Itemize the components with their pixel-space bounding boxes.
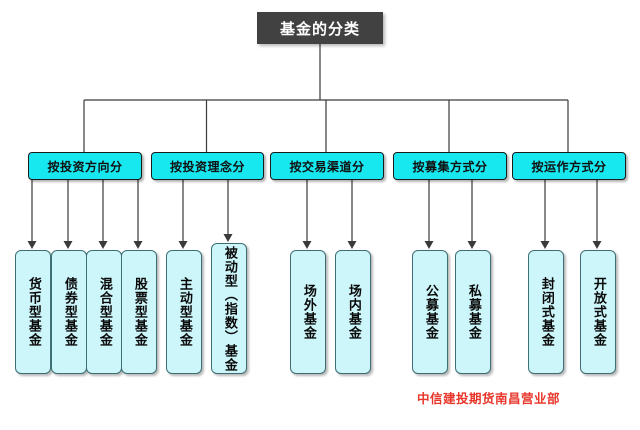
leaf-label: 混合型基金 — [96, 277, 112, 347]
category-label: 按投资理念分 — [169, 159, 245, 174]
leaf-node-private-fund: 私募基金 — [455, 250, 491, 374]
category-node-by-raising-method: 按募集方式分 — [393, 152, 507, 180]
category-label: 按募集方式分 — [412, 159, 488, 174]
leaf-node-closed-end-fund: 封闭式基金 — [528, 250, 564, 374]
category-label: 按投资方向分 — [47, 159, 123, 174]
leaf-label: 开放式基金 — [590, 277, 606, 347]
category-node-by-trading-channel: 按交易渠道分 — [270, 152, 384, 180]
leaf-node-bond-fund: 债券型基金 — [51, 250, 87, 374]
leaf-label: 场内基金 — [345, 284, 361, 340]
leaf-label: 封闭式基金 — [538, 277, 554, 347]
leaf-label: 公募基金 — [422, 284, 438, 340]
category-label: 按交易渠道分 — [289, 159, 365, 174]
category-node-by-investment-philosophy: 按投资理念分 — [151, 152, 264, 180]
leaf-node-public-fund: 公募基金 — [412, 250, 448, 374]
leaf-node-exchange-traded-fund: 场内基金 — [335, 250, 371, 374]
leaf-node-otc-fund: 场外基金 — [290, 250, 326, 374]
leaf-node-active-fund: 主动型基金 — [166, 250, 202, 374]
leaf-node-passive-index-fund: 被动型（指数）基金 — [211, 243, 247, 374]
leaf-label: 场外基金 — [300, 284, 316, 340]
leaf-node-equity-fund: 股票型基金 — [121, 250, 157, 374]
root-label: 基金的分类 — [279, 19, 360, 38]
leaf-label: 债券型基金 — [61, 277, 77, 347]
category-node-by-operation-method: 按运作方式分 — [512, 152, 626, 180]
leaf-node-hybrid-fund: 混合型基金 — [86, 250, 122, 374]
leaf-node-open-end-fund: 开放式基金 — [580, 250, 616, 374]
leaf-label: 被动型（指数）基金 — [221, 245, 237, 372]
leaf-node-money-market-fund: 货币型基金 — [15, 250, 51, 374]
footer-credit: 中信建投期货南昌营业部 — [417, 391, 561, 406]
leaf-label: 私募基金 — [465, 284, 481, 340]
category-node-by-investment-direction: 按投资方向分 — [28, 152, 142, 180]
category-label: 按运作方式分 — [531, 159, 607, 174]
leaf-label: 主动型基金 — [176, 277, 192, 347]
leaf-label: 股票型基金 — [131, 277, 147, 347]
leaf-label: 货币型基金 — [25, 277, 41, 347]
root-node: 基金的分类 — [257, 12, 383, 44]
